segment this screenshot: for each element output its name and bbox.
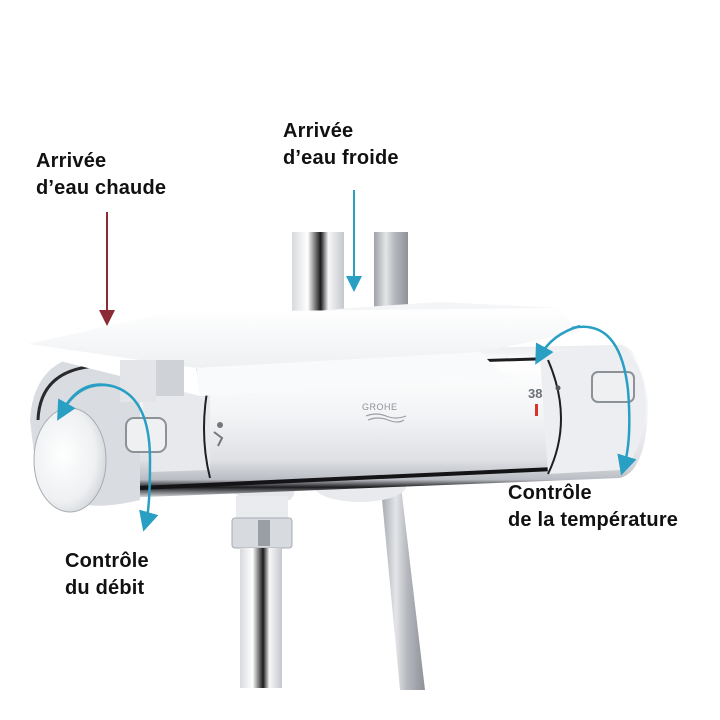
label-temperature-line1: Contrôle xyxy=(508,482,592,504)
outlet-elbow xyxy=(228,478,295,688)
label-hot-inlet: Arrivée d’eau chaude xyxy=(36,148,166,202)
temperature-rotation-arrow-icon xyxy=(535,324,637,476)
label-temperature-control: Contrôle de la température xyxy=(508,480,678,534)
flow-rotation-arrow-icon xyxy=(57,383,159,532)
label-cold-inlet-line1: Arrivée xyxy=(283,120,354,142)
shower-symbol-icon xyxy=(213,422,224,447)
grohe-logo-icon: GROHE xyxy=(362,402,407,423)
flow-control-knob xyxy=(30,354,211,513)
label-temperature-line2: de la température xyxy=(508,509,679,531)
temperature-control-knob xyxy=(540,346,646,475)
label-flow-control: Contrôle du débit xyxy=(65,548,149,602)
svg-text:38: 38 xyxy=(528,386,542,401)
temperature-tick xyxy=(535,404,538,416)
label-hot-inlet-line1: Arrivée xyxy=(36,150,107,172)
hose xyxy=(314,470,425,690)
label-cold-inlet: Arrivée d’eau froide xyxy=(283,118,399,172)
label-flow-line1: Contrôle xyxy=(65,550,149,572)
label-flow-line2: du débit xyxy=(65,577,145,599)
label-cold-inlet-line2: d’eau froide xyxy=(283,147,399,169)
temperature-scale: 38 xyxy=(528,386,542,416)
glass-shelf xyxy=(28,308,580,402)
svg-text:GROHE: GROHE xyxy=(362,402,398,412)
label-hot-inlet-line2: d’eau chaude xyxy=(36,177,167,199)
